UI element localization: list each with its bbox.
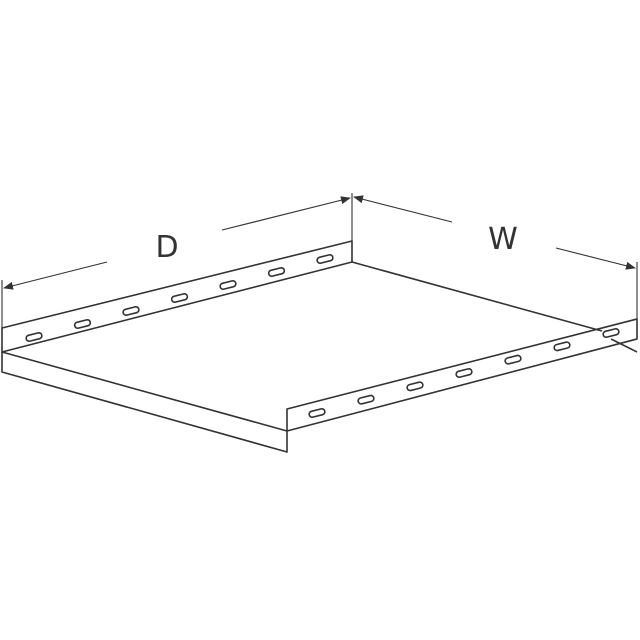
extension-lines xyxy=(1,193,638,328)
depth-dimension: D xyxy=(3,196,351,290)
back-flange-slot xyxy=(25,331,43,343)
back-flange-slot xyxy=(73,318,92,330)
shelf-panel xyxy=(1,261,638,453)
front-flange-slot xyxy=(406,381,424,392)
back-flange-slot xyxy=(219,279,237,291)
front-flange xyxy=(286,318,638,432)
width-dimension: W xyxy=(353,195,636,270)
front-flange-slot xyxy=(602,327,620,339)
back-flange-slot xyxy=(122,305,140,317)
width-label: W xyxy=(488,222,518,257)
front-flange-slot xyxy=(553,341,571,352)
back-flange-slot xyxy=(170,292,189,304)
mounting-slots xyxy=(25,253,620,419)
back-flange-slot xyxy=(267,266,286,278)
back-flange-slot xyxy=(316,253,334,265)
depth-label: D xyxy=(155,230,178,265)
front-flange-slot xyxy=(308,407,326,419)
front-flange-slot xyxy=(504,354,522,365)
front-flange-slot xyxy=(455,367,473,379)
front-flange-slot xyxy=(357,394,375,405)
